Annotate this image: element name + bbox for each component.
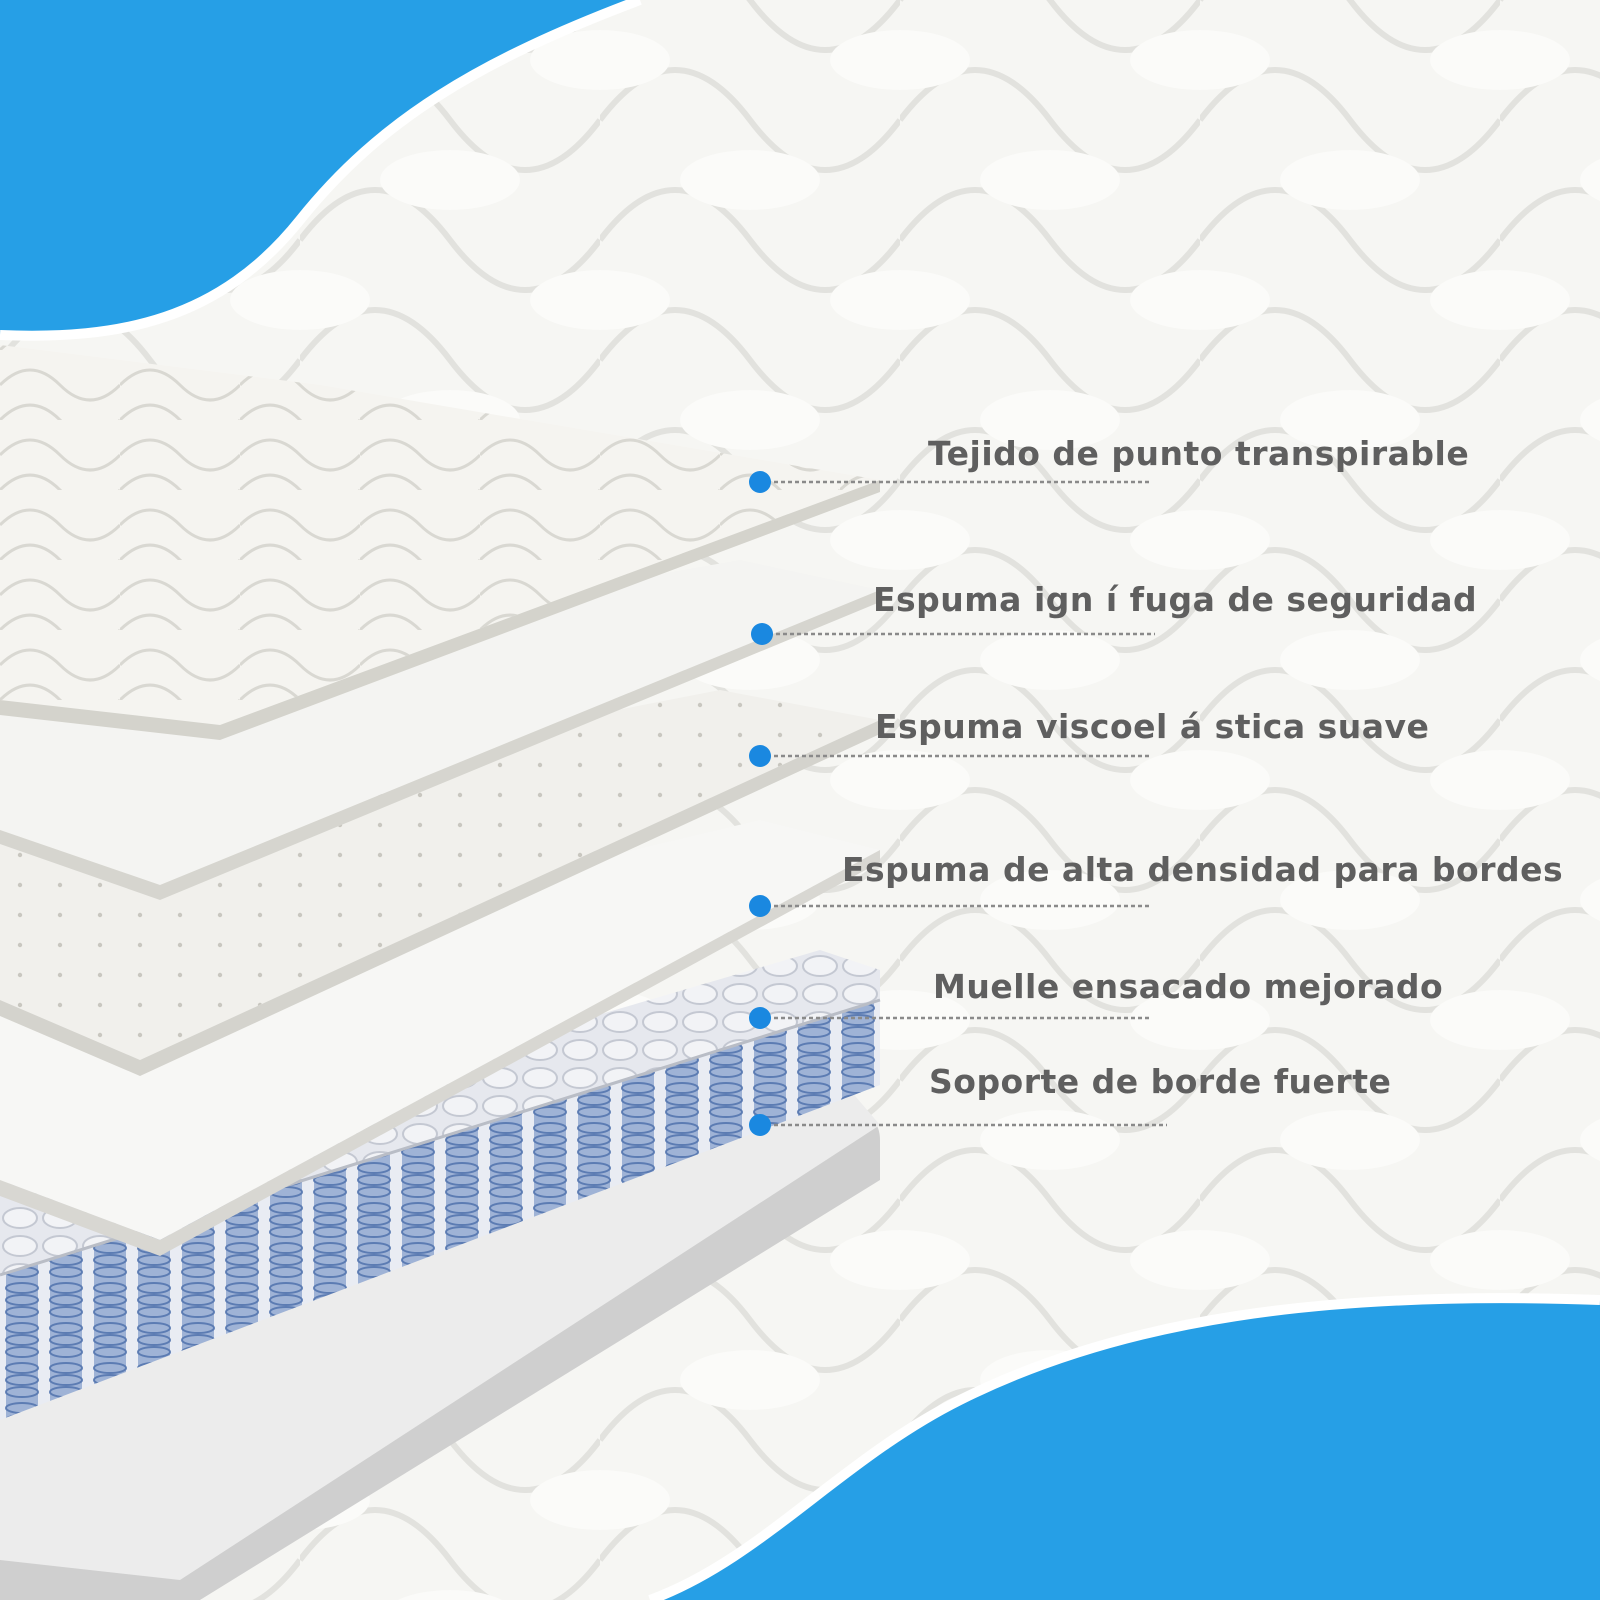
label-breathable-knit: Tejido de punto transpirable: [928, 434, 1470, 473]
label-high-density-edge-foam: Espuma de alta densidad para bordes: [842, 850, 1564, 889]
label-fire-retardant-foam: Espuma ign í fuga de seguridad: [873, 580, 1478, 619]
callout-dot: [749, 895, 771, 917]
callout-dot: [751, 623, 773, 645]
top-left-wave: [0, 0, 640, 336]
callout-dot: [749, 1007, 771, 1029]
bottom-right-wave: [650, 1298, 1600, 1600]
callout-dot: [749, 471, 771, 493]
callout-dot: [749, 745, 771, 767]
callout-dot: [749, 1114, 771, 1136]
label-pocket-springs: Muelle ensacado mejorado: [933, 967, 1444, 1006]
label-edge-support: Soporte de borde fuerte: [929, 1062, 1392, 1101]
label-memory-foam: Espuma viscoel á stica suave: [875, 707, 1430, 746]
